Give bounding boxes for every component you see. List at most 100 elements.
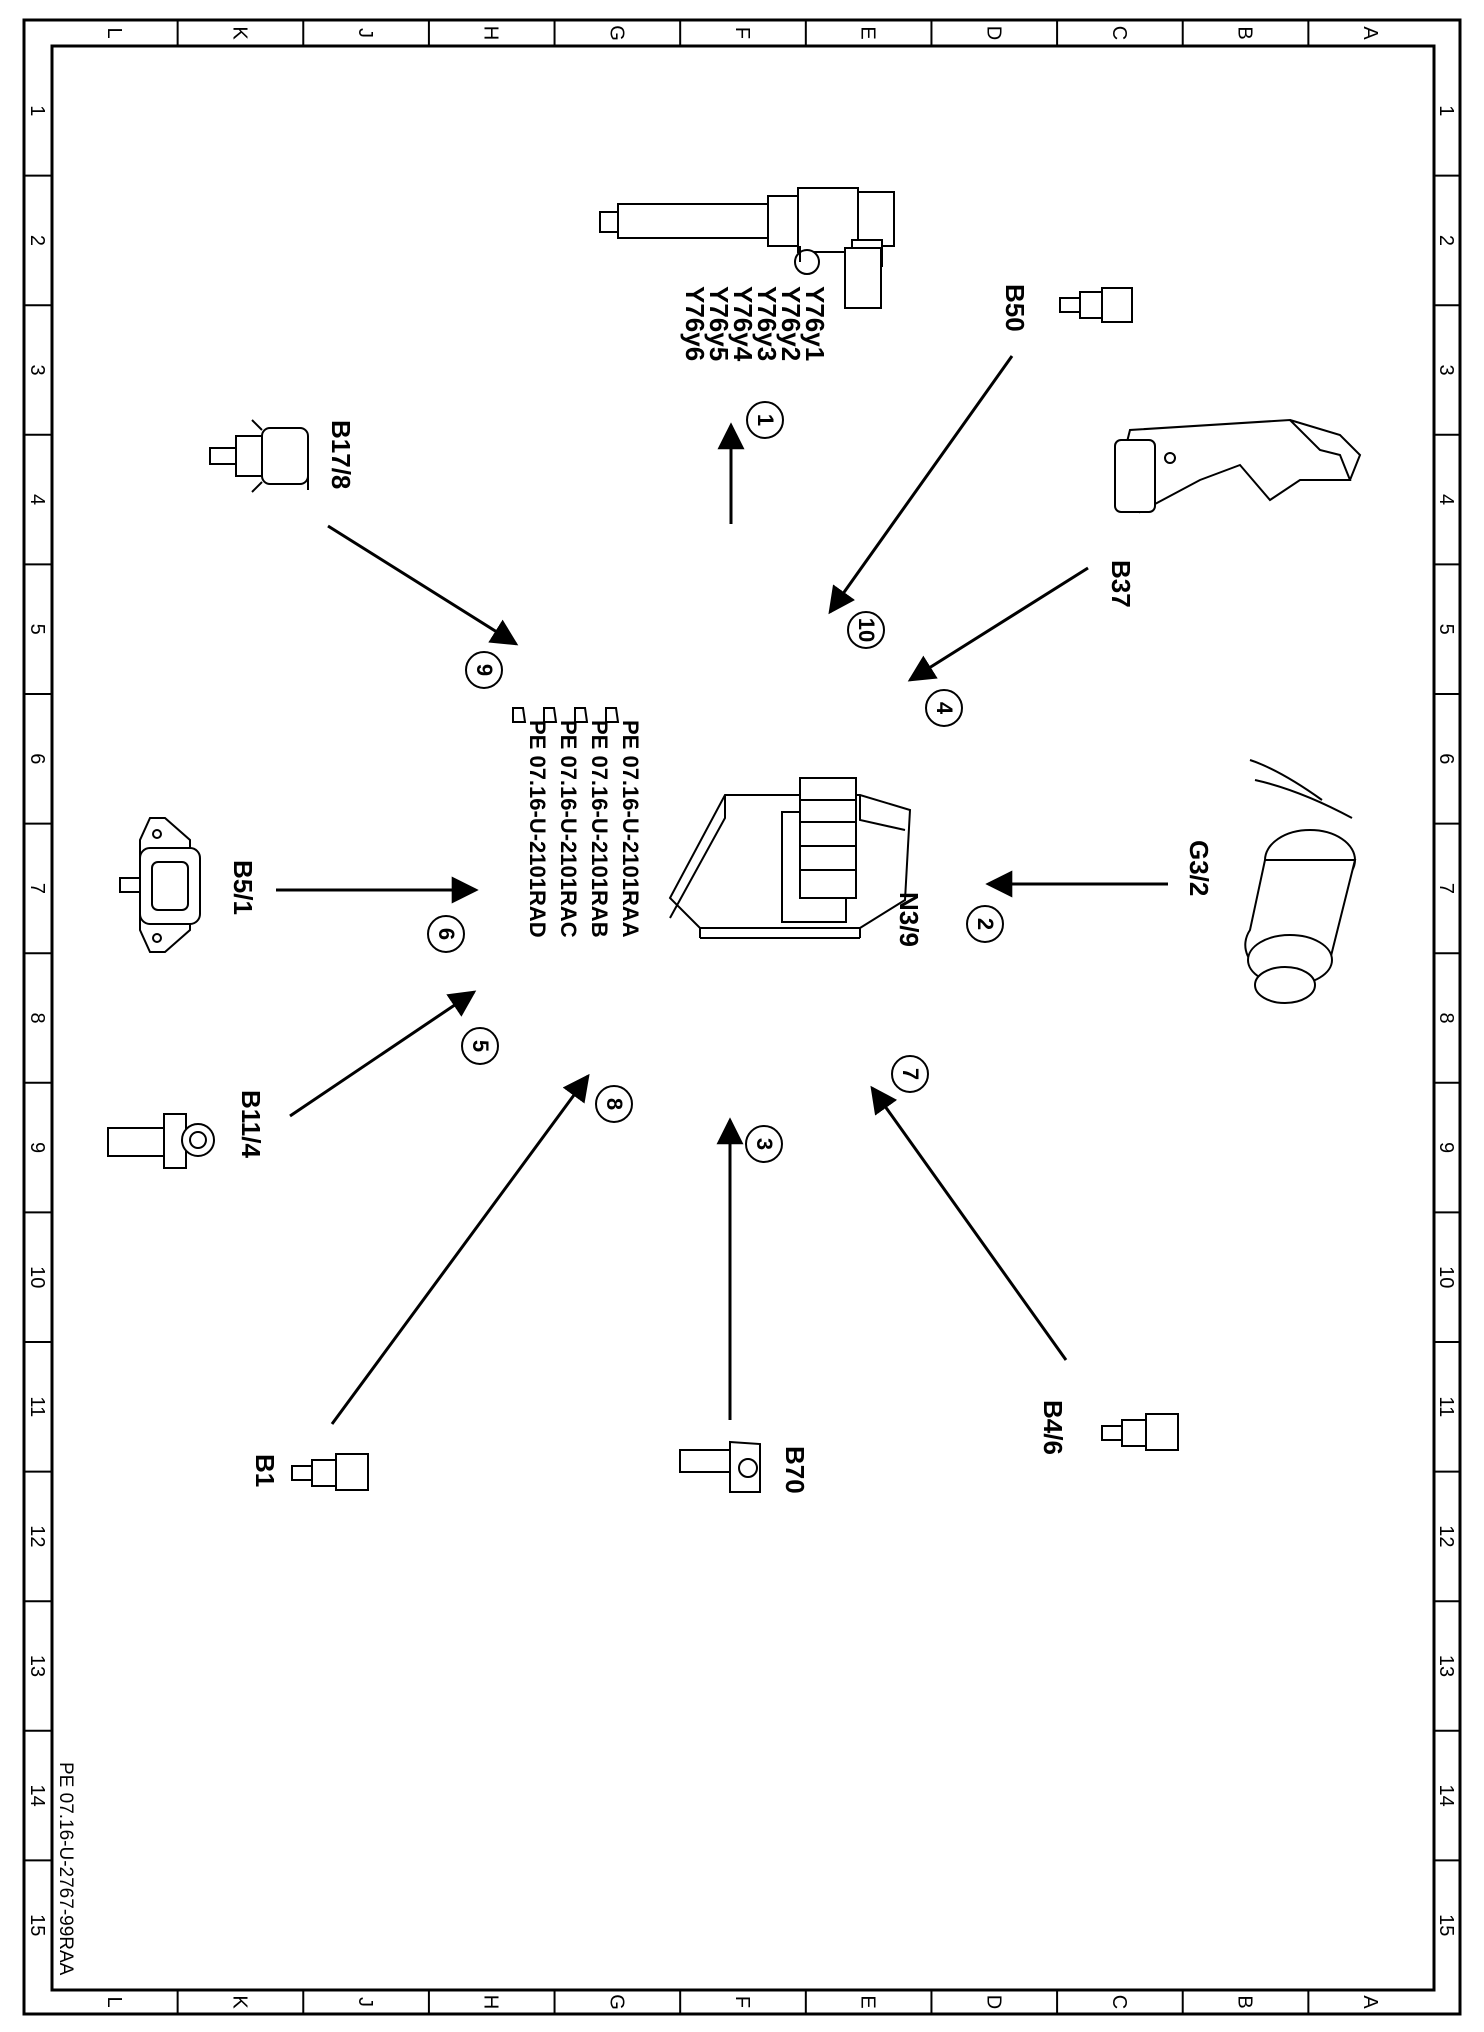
callout-7: 7 [891, 1055, 929, 1093]
callout-5: 5 [461, 1027, 499, 1065]
arrow-10 [828, 355, 1014, 615]
control-unit-n3-9: N3/9 PE 07.16-U-2101RAA PE 07.16-U-2101R… [512, 707, 924, 947]
svg-text:1: 1 [753, 414, 778, 426]
frame-row-label: 6 [1435, 753, 1457, 764]
b1-label: B1 [250, 1454, 280, 1487]
frame-row-label: 5 [26, 624, 48, 635]
frame-row-label: 2 [1435, 235, 1457, 246]
frame-grid-ticks [24, 20, 1460, 2014]
frame-column-label: A [1359, 26, 1381, 40]
b5-1-sensor-illustration [119, 817, 201, 953]
frame-row-label: 10 [1435, 1266, 1457, 1288]
frame-row-label: 7 [26, 883, 48, 894]
inner-border [50, 44, 1436, 1992]
injectors-group: Y76y1 Y76y2 Y76y3 Y76y4 Y76y5 Y76y6 [599, 187, 895, 362]
frame-column-label: C [1108, 26, 1130, 40]
injector-label-y76y3: Y76y3 [752, 286, 782, 361]
frame-column-label: E [857, 26, 879, 39]
frame-row-label: 15 [26, 1914, 48, 1936]
callout-1: 1 [746, 401, 784, 439]
callout-6: 6 [427, 915, 465, 953]
callout-10: 10 [847, 611, 885, 649]
frame-row-label: 7 [1435, 883, 1457, 894]
b11-4-label: B11/4 [236, 1090, 266, 1158]
frame-row-label: 6 [26, 753, 48, 764]
frame-row-label: 14 [26, 1784, 48, 1806]
frame-column-label: H [480, 1995, 502, 2009]
component-b4-6: B4/6 [1038, 1400, 1179, 1455]
frame-row-label: 9 [1435, 1142, 1457, 1153]
frame-column-label: J [354, 1997, 376, 2007]
outer-border [22, 18, 1462, 2016]
b37-pedal-illustration [1114, 418, 1362, 514]
frame-row-label: 4 [26, 494, 48, 505]
arrow-5 [289, 990, 477, 1118]
frame-column-label: B [1234, 26, 1256, 39]
svg-text:6: 6 [434, 928, 459, 940]
reference-3: PE 07.16-U-2101RAC [556, 720, 581, 938]
frame-column-label: D [982, 26, 1004, 40]
callout-2: 2 [966, 905, 1004, 943]
component-b11-4: B11/4 [107, 1090, 266, 1169]
frame-column-label: C [1108, 1995, 1130, 2009]
b37-label: B37 [1106, 560, 1136, 608]
frame-column-label: H [480, 26, 502, 40]
b70-label: B70 [780, 1446, 810, 1494]
control-unit-label: N3/9 [894, 892, 924, 947]
frame-column-label: E [857, 1995, 879, 2008]
reference-1: PE 07.16-U-2101RAA [618, 720, 643, 938]
svg-text:8: 8 [602, 1098, 627, 1110]
injector-label-y76y4: Y76y4 [728, 286, 758, 362]
frame-column-label: L [103, 27, 125, 38]
frame-column-label: A [1359, 1995, 1381, 2009]
svg-text:10: 10 [854, 618, 879, 642]
component-b17-8: B17/8 [209, 419, 356, 493]
injector-illustration [599, 187, 895, 309]
frame-column-label: J [354, 28, 376, 38]
injector-label-y76y5: Y76y5 [704, 286, 734, 361]
frame-row-label: 11 [1435, 1396, 1457, 1417]
frame-column-label: D [982, 1995, 1004, 2009]
callout-9: 9 [465, 651, 503, 689]
frame-column-label: K [228, 26, 250, 40]
frame-row-label: 13 [1435, 1655, 1457, 1677]
frame-row-label: 12 [26, 1525, 48, 1547]
control-unit-references: PE 07.16-U-2101RAA PE 07.16-U-2101RAB PE… [512, 707, 643, 938]
frame-column-label: G [605, 25, 627, 41]
component-b70: B70 [679, 1440, 810, 1494]
frame-row-label: 13 [26, 1655, 48, 1677]
g3-2-label: G3/2 [1184, 840, 1214, 896]
frame-row-label: 10 [26, 1266, 48, 1288]
frame-column-label: B [1234, 1995, 1256, 2008]
b11-4-sensor-illustration [107, 1113, 215, 1169]
frame-column-label: G [605, 1994, 627, 2010]
b70-sensor-illustration [679, 1440, 761, 1493]
frame-row-label: 3 [1435, 364, 1457, 375]
frame-row-label: 14 [1435, 1784, 1457, 1806]
injector-label-y76y6: Y76y6 [680, 286, 710, 361]
frame-row-label: 12 [1435, 1525, 1457, 1547]
frame-column-label: F [731, 1996, 753, 2008]
arrow-4 [907, 566, 1089, 682]
b4-6-sensor-illustration [1101, 1413, 1179, 1451]
frame-row-label: 15 [1435, 1914, 1457, 1936]
frame-column-label: L [103, 1996, 125, 2007]
b50-sensor-illustration [1059, 287, 1133, 323]
component-b1: B1 [250, 1453, 369, 1491]
document-id: PE 07.16-U-2767-99RAA [55, 1762, 76, 1976]
frame-row-label: 5 [1435, 624, 1457, 635]
frame-row-label: 3 [26, 364, 48, 375]
arrow-8 [330, 1073, 590, 1425]
svg-text:4: 4 [932, 702, 957, 715]
b17-8-sensor-illustration [209, 419, 309, 493]
svg-text:3: 3 [752, 1138, 777, 1150]
svg-text:2: 2 [973, 918, 998, 930]
injector-label-y76y2: Y76y2 [776, 286, 806, 361]
arrow-9 [327, 524, 519, 646]
reference-pointer-icons [512, 707, 620, 723]
component-b50: B50 [1000, 284, 1133, 332]
frame-row-label: 9 [26, 1142, 48, 1153]
arrows [276, 355, 1168, 1425]
b4-6-label: B4/6 [1038, 1400, 1068, 1455]
